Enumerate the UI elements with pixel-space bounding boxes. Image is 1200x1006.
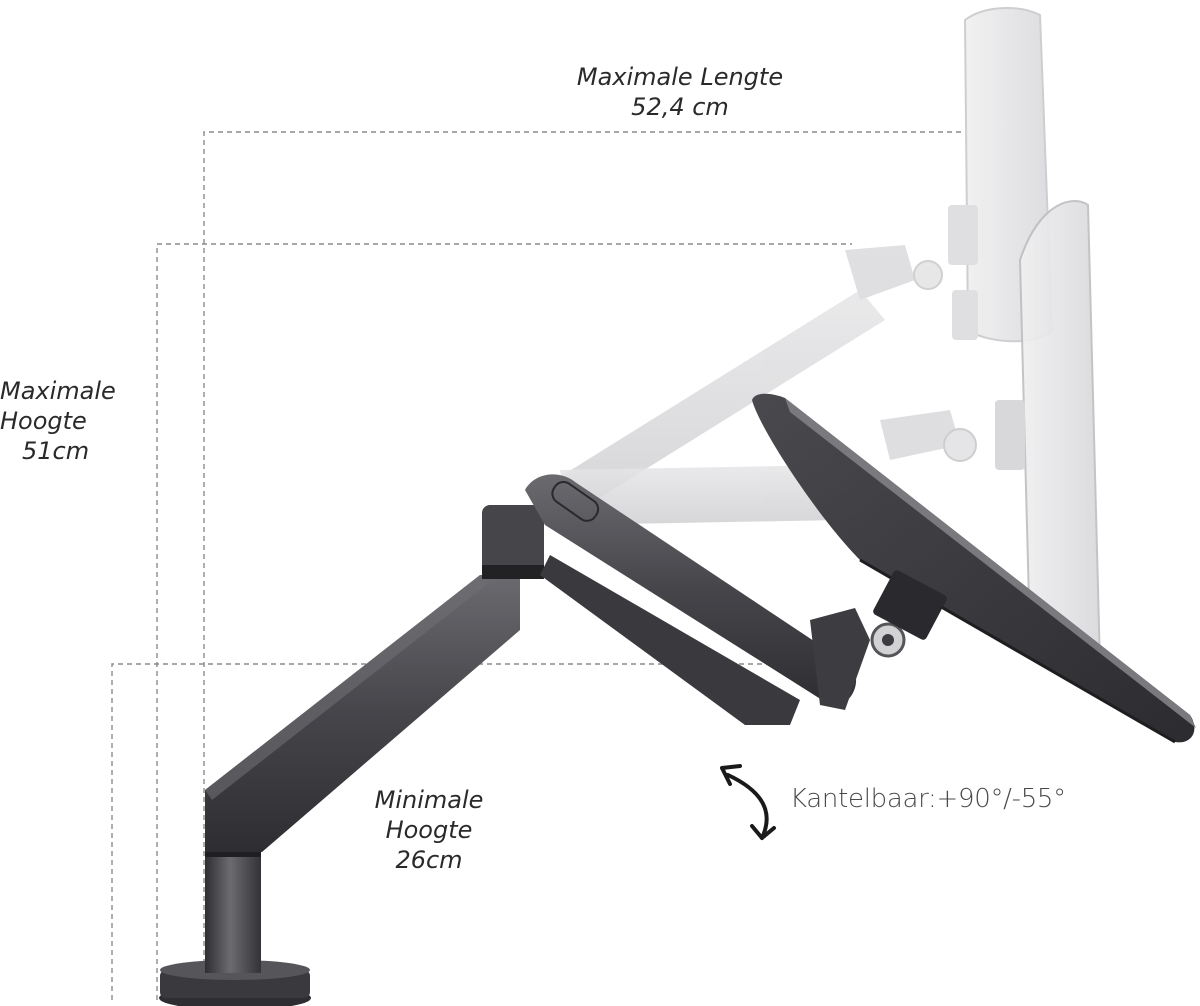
tilt-joint xyxy=(810,608,906,710)
max-height-line xyxy=(156,243,852,1000)
min-height-line xyxy=(111,663,860,1000)
max-length-title: Maximale Lengte xyxy=(576,63,784,91)
tilt-arrow-icon xyxy=(720,764,776,840)
max-height-value: 51cm xyxy=(22,437,90,465)
max-height-title-1: Maximale xyxy=(0,377,116,405)
monitor-tilted xyxy=(752,393,1196,744)
max-height-title-2: Hoogte xyxy=(0,407,87,435)
ghost-arm-raised xyxy=(555,245,943,510)
tilt-label: Kantelbaar:+90°/-55° xyxy=(790,784,1066,814)
max-length-value: 52,4 cm xyxy=(631,93,729,121)
lower-arm xyxy=(205,505,544,852)
dimension-lines xyxy=(111,131,962,1000)
min-height-title-1: Minimale xyxy=(374,786,484,814)
upper-arm xyxy=(525,474,857,725)
desk-clamp-base xyxy=(159,845,311,1006)
min-height-title-2: Hoogte xyxy=(385,816,473,844)
min-height-label: Minimale Hoogte 26cm xyxy=(344,785,514,875)
ghost-arm-extended xyxy=(560,410,977,525)
max-height-label: Maximale Hoogte 51cm xyxy=(0,376,116,466)
min-height-value: 26cm xyxy=(395,846,463,874)
max-length-line xyxy=(203,131,962,1000)
max-length-label: Maximale Lengte 52,4 cm xyxy=(540,62,820,122)
